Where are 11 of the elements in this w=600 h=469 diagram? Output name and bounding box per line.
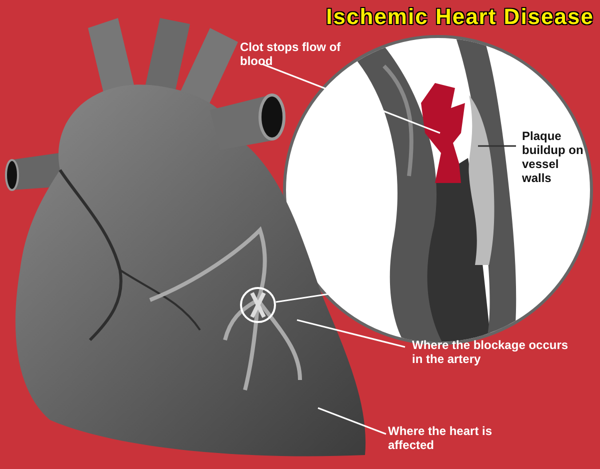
magnifier-circle xyxy=(240,287,276,323)
leader-line xyxy=(318,407,386,435)
callout-label: Where the heart is affected xyxy=(388,424,498,452)
callout-label: Clot stops flow of blood xyxy=(240,40,375,68)
blood-clot-drawing xyxy=(421,83,467,183)
callout-label: Where the blockage occurs in the artery xyxy=(412,338,572,366)
leader-line xyxy=(262,63,440,134)
title: Ischemic Heart Disease xyxy=(326,4,594,30)
plaque-drawing xyxy=(467,95,495,265)
callout-label: Plaque buildup on vessel walls xyxy=(522,129,584,185)
leader-line xyxy=(296,319,406,348)
